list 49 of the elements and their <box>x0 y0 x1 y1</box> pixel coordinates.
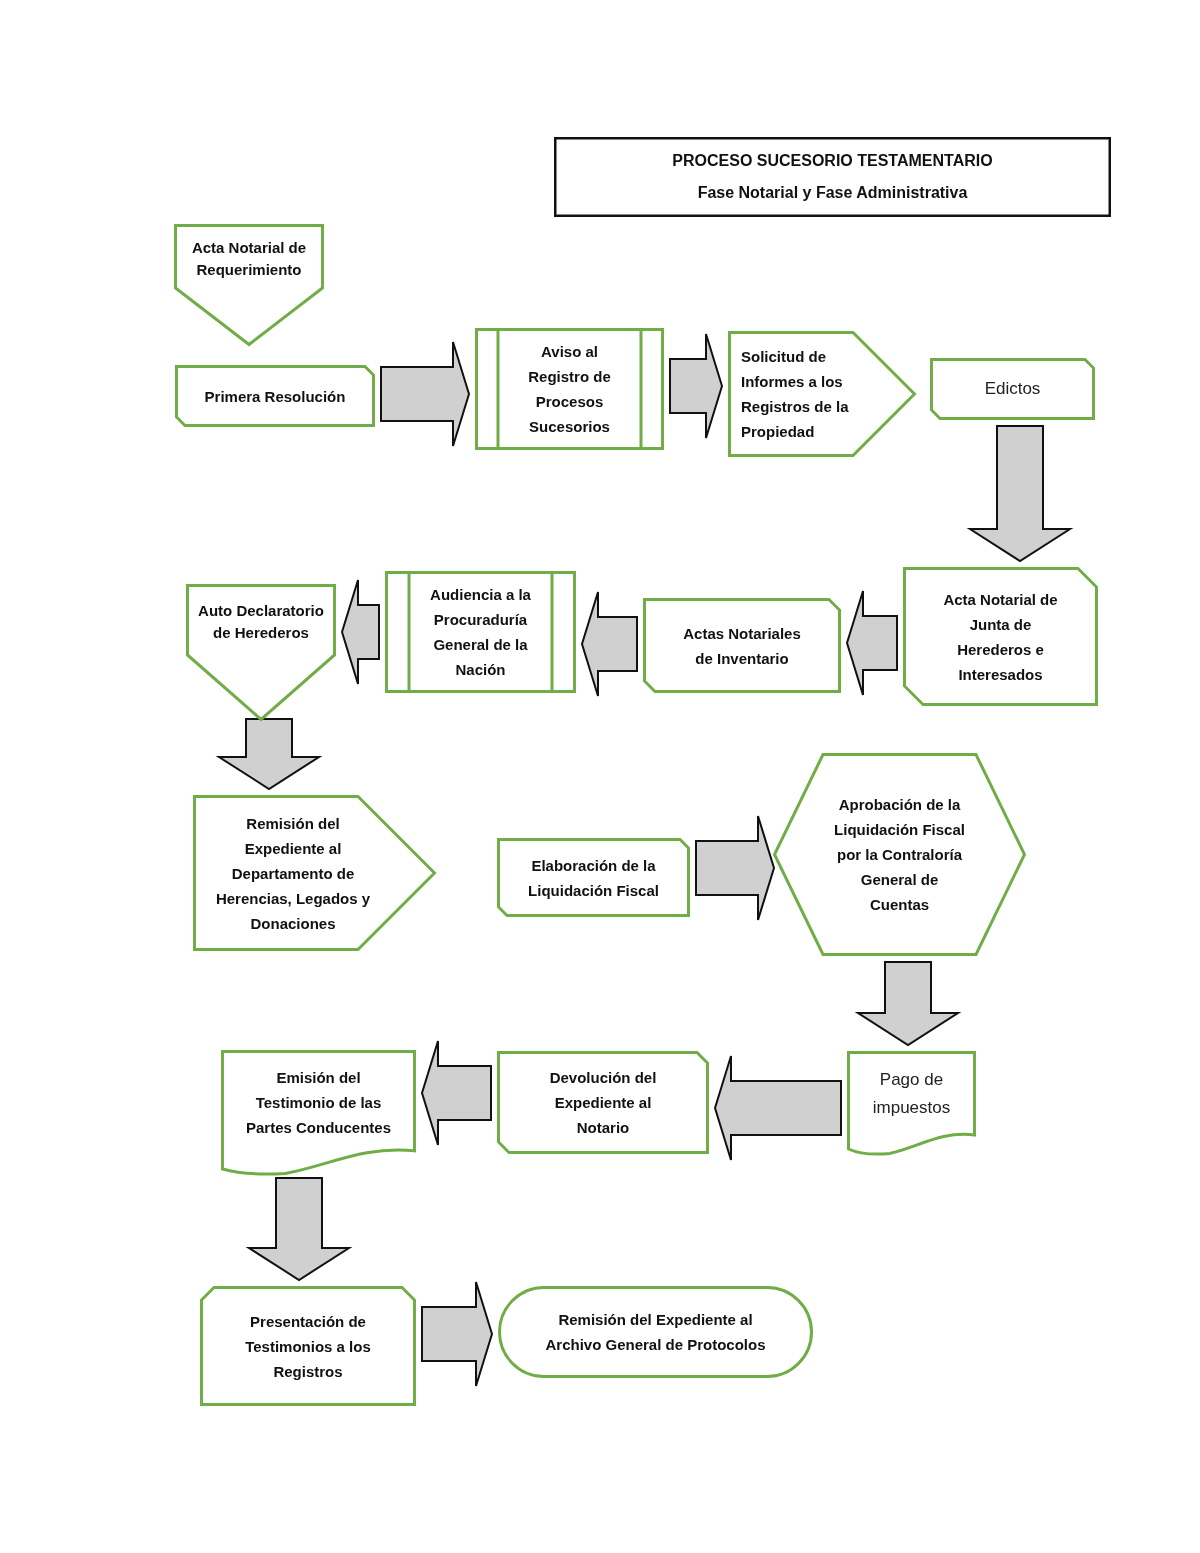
step-label: Actas Notariales de Inventario <box>682 623 802 669</box>
block-arrow <box>421 1281 494 1387</box>
block-arrow <box>713 1055 842 1161</box>
block-arrow <box>854 961 962 1047</box>
offpage-connector <box>186 584 336 721</box>
block-arrow <box>669 333 724 439</box>
process-box <box>643 598 841 693</box>
document-shape <box>847 1051 976 1156</box>
step-label: Aprobación de la Liquidación Fiscal por la Contraloría General de Cuentas <box>833 795 966 915</box>
node-label: PROCESO SUCESORIO TESTAMENTARIO <box>672 151 993 171</box>
header-box <box>554 137 1111 217</box>
block-arrow <box>245 1177 353 1282</box>
pentagon-arrow-box <box>728 331 916 457</box>
step-label: Edictos <box>984 378 1041 400</box>
hexagon-box <box>773 753 1026 956</box>
step-label: Auto Declaratorio de Herederos <box>197 601 325 643</box>
block-arrow <box>215 718 323 791</box>
node-label: Fase Notarial y Fase Administrativa <box>697 183 968 203</box>
step-label: Pago de impuestos <box>871 1069 952 1119</box>
document-shape <box>221 1050 416 1176</box>
step-label: Audiencia a la Procuraduría General de la Nación <box>429 585 532 680</box>
predefined-process-box <box>475 328 664 450</box>
step-label: Elaboración de la Liquidación Fiscal <box>527 855 660 901</box>
predefined-process-box <box>385 571 576 693</box>
process-box <box>497 1051 709 1154</box>
block-arrow <box>380 341 471 447</box>
step-label: Remisión del Expediente al Departamento de Herencias, Legados y Donaciones <box>214 813 372 934</box>
step-label: Devolución del Expediente al Notario <box>548 1068 658 1138</box>
block-arrow <box>966 425 1074 563</box>
block-arrow <box>845 590 898 696</box>
step-label: Remisión del Expediente al Archivo General de Protocolos <box>544 1310 767 1355</box>
step-label: Primera Resolución <box>204 386 346 407</box>
block-arrow <box>580 591 638 697</box>
process-box <box>175 365 375 427</box>
step-label: Emisión del Testimonio de las Partes Conducentes <box>244 1067 392 1138</box>
step-label: Solicitud de Informes a los Registros de la Propiedad <box>741 347 850 442</box>
process-box <box>903 567 1098 706</box>
step-label: Aviso al Registro de Procesos Sucesorios <box>527 342 612 437</box>
block-arrow <box>420 1040 492 1146</box>
step-label: Acta Notarial de Requerimiento <box>190 238 308 280</box>
step-label: Presentación de Testimonios a los Registros <box>244 1311 372 1382</box>
offpage-connector <box>174 224 324 346</box>
process-box <box>200 1286 416 1406</box>
pentagon-arrow-box <box>193 795 436 951</box>
process-box <box>497 838 690 917</box>
block-arrow <box>695 815 776 921</box>
process-box <box>930 358 1095 420</box>
step-label: Acta Notarial de Junta de Herederos e Interesados <box>942 589 1059 685</box>
block-arrow <box>340 579 380 685</box>
